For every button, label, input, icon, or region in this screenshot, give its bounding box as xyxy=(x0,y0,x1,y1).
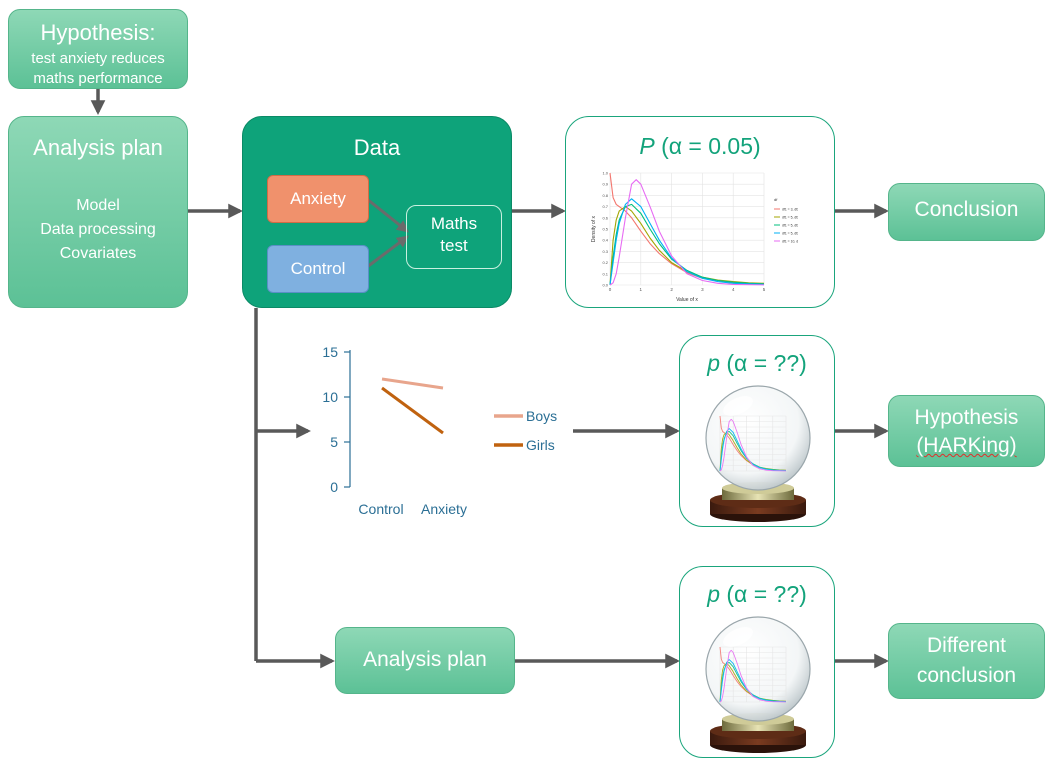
ball-highlight xyxy=(723,627,753,647)
y-tick-label: 0.1 xyxy=(602,271,608,276)
harking-line1: Hypothesis xyxy=(914,406,1019,429)
ball-mini-plot xyxy=(719,646,787,703)
p-bot-heading: p (α = ??) xyxy=(680,581,834,608)
density-curve-3 xyxy=(719,428,787,472)
ball-highlight xyxy=(723,396,753,416)
y-tick-label: 15 xyxy=(322,344,338,360)
different-line1: Different xyxy=(927,634,1006,657)
density-curve-4 xyxy=(719,418,787,472)
y-tick-label: 0.2 xyxy=(602,260,608,265)
conclusion-box: Conclusion xyxy=(888,183,1045,241)
p-mid-symbol: p xyxy=(707,350,720,376)
y-tick-label: 0.9 xyxy=(602,182,608,187)
series-line-girls xyxy=(381,386,444,435)
analysis-plan-box: Analysis plan Model Data processing Cova… xyxy=(8,116,188,308)
legend-label-girls: Girls xyxy=(526,437,555,453)
y-tick-label: 0.7 xyxy=(602,204,608,209)
p-crystal-box-bottom: p (α = ??) xyxy=(679,566,835,758)
x-category-label: Control xyxy=(358,501,403,517)
harking-line2: (HARKing) xyxy=(889,434,1044,458)
y-tick-label: 0 xyxy=(330,479,338,495)
p-top-symbol: P xyxy=(639,133,655,159)
p-top-label: (α = 0.05) xyxy=(661,133,761,159)
y-tick-label: 0.8 xyxy=(602,193,608,198)
x-tick-label: 2 xyxy=(670,287,673,292)
control-label: Control xyxy=(290,259,346,278)
crystal-ball-middle xyxy=(705,385,811,522)
harking-line2-text: (HARKing) xyxy=(916,434,1017,457)
y-tick-label: 0.5 xyxy=(602,227,608,232)
density-curve-4 xyxy=(609,179,765,286)
x-tick-label: 3 xyxy=(701,287,704,292)
p-mid-heading: p (α = ??) xyxy=(680,350,834,377)
y-tick-label: 0.3 xyxy=(602,249,608,254)
ball-mini-plot xyxy=(719,415,787,472)
y-tick-label: 5 xyxy=(330,434,338,450)
density-curve-3 xyxy=(719,659,787,703)
data-inner-arrows xyxy=(366,197,409,269)
density-curve-2 xyxy=(609,203,765,286)
conclusion-label: Conclusion xyxy=(914,198,1019,221)
p-value-box: P (α = 0.05) 0 1 2 3 4 5 0.0 0.1 0.2 0.3 0.4 0.5 0.6… xyxy=(565,116,835,308)
legend-label-4: df1 = 10, df2 = 100 xyxy=(782,239,798,243)
control-box: Control xyxy=(267,245,369,293)
legend-label-3: df1 = 5, df2 = 100 xyxy=(782,231,798,235)
different-conclusion-box: Different conclusion xyxy=(888,623,1045,699)
maths-line2: test xyxy=(440,236,468,255)
analysis-plan-2-label: Analysis plan xyxy=(363,648,487,671)
x-tick-label: 5 xyxy=(763,287,766,292)
y-tick-label: 0.0 xyxy=(602,283,608,288)
f-plot-ylabel: Density of x xyxy=(591,215,597,242)
analysis-plan-item-model: Model xyxy=(76,197,120,214)
legend-label-2: df1 = 5, df2 = 20 xyxy=(782,223,798,227)
y-tick-label: 0.6 xyxy=(602,215,608,220)
p-top-heading: P (α = 0.05) xyxy=(566,133,834,160)
y-tick-label: 0.4 xyxy=(602,238,608,243)
analysis-plan-item-covariates: Covariates xyxy=(59,245,137,262)
hypothesis-box: Hypothesis: test anxiety reduces maths p… xyxy=(8,9,188,89)
crystal-ball-bottom xyxy=(705,616,811,753)
p-mid-label: (α = ??) xyxy=(726,350,807,376)
hypothesis-line1: test anxiety reduces xyxy=(31,50,165,67)
density-curve-3 xyxy=(609,198,765,286)
y-tick-label: 10 xyxy=(322,389,338,405)
maths-test-box: Maths test xyxy=(406,205,502,269)
hypothesis-line2: maths performance xyxy=(33,70,163,87)
p-crystal-box-middle: p (α = ??) xyxy=(679,335,835,527)
legend-title: df xyxy=(774,197,778,202)
y-tick-label: 1.0 xyxy=(602,171,608,176)
data-title: Data xyxy=(353,135,401,160)
different-line2: conclusion xyxy=(916,664,1017,687)
maths-line1: Maths xyxy=(430,214,478,233)
analysis-plan-title: Analysis plan xyxy=(33,135,163,160)
legend-label-0: df1 = 3, df2 = 50 xyxy=(782,207,798,211)
data-box: Data Anxiety Control Maths test xyxy=(242,116,512,308)
density-curve-4 xyxy=(719,649,787,703)
harking-box: Hypothesis (HARKing) xyxy=(888,395,1045,467)
analysis-plan-2-box: Analysis plan xyxy=(335,627,515,694)
anxiety-box: Anxiety xyxy=(267,175,369,223)
hypothesis-title: Hypothesis: xyxy=(40,20,156,45)
x-tick-label: 0 xyxy=(609,287,612,292)
x-tick-label: 1 xyxy=(640,287,643,292)
x-category-label: Anxiety xyxy=(421,501,467,517)
p-bot-symbol: p xyxy=(707,581,720,607)
anxiety-label: Anxiety xyxy=(290,189,346,208)
analysis-plan-item-data-processing: Data processing xyxy=(40,221,156,238)
series-line-boys xyxy=(381,377,444,390)
legend-label-boys: Boys xyxy=(526,408,557,424)
f-plot-xlabel: Value of x xyxy=(676,297,698,303)
x-tick-label: 4 xyxy=(732,287,735,292)
legend-label-1: df1 = 5, df2 = 20 xyxy=(782,215,798,219)
p-bot-label: (α = ??) xyxy=(726,581,807,607)
